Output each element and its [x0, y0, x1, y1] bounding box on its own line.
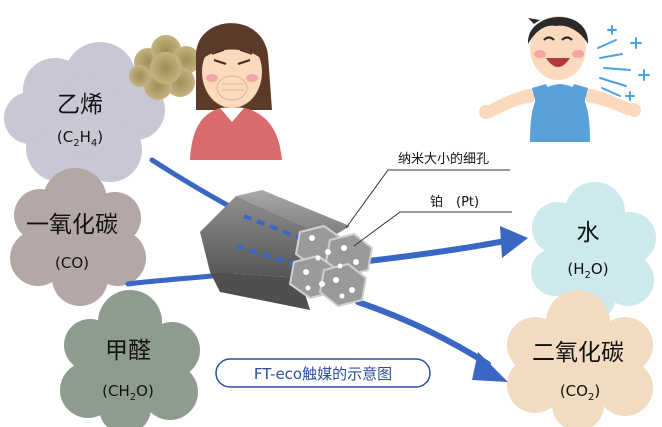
- co2-arrowhead: [472, 352, 508, 382]
- caption-box: [215, 358, 431, 388]
- happy-boy-icon: [479, 16, 641, 142]
- co-name: 一氧化碳: [26, 212, 118, 238]
- formaldehyde-formula: (CH2O): [102, 382, 154, 403]
- water-name: 水: [577, 220, 600, 246]
- co-formula: (CO): [55, 254, 89, 272]
- ethylene-cloud: [4, 42, 165, 182]
- co2-arrow: [355, 299, 491, 367]
- co2-formula: (CO2): [560, 382, 600, 403]
- formaldehyde-cloud: [60, 290, 200, 427]
- platinum-leader: [353, 211, 512, 247]
- callout-lines: [345, 169, 512, 247]
- platinum-label: 铂 (Pt): [430, 194, 479, 210]
- formaldehyde-name: 甲醛: [105, 338, 151, 364]
- water-arrow: [357, 237, 513, 265]
- woman-covering-nose-icon: [190, 23, 282, 160]
- bad-smell-cloud-icon: [129, 35, 200, 100]
- co-cloud: [10, 168, 146, 306]
- nanopores-leader: [345, 169, 510, 229]
- water-cloud: [531, 182, 656, 322]
- caption-text: FT-eco触媒的示意图: [254, 365, 392, 383]
- ethylene-arrow: [149, 157, 243, 215]
- ethylene-formula: (C2H4): [57, 128, 103, 149]
- catalyst-honeycomb: [200, 190, 374, 310]
- nanopores-label: 纳米大小的细孔: [398, 151, 489, 167]
- water-arrowhead: [500, 226, 528, 258]
- fresh-air-sparkles-icon: [597, 25, 650, 101]
- water-formula: (H2O): [567, 260, 608, 281]
- co2-cloud: [507, 290, 653, 427]
- ethylene-name: 乙烯: [57, 92, 103, 118]
- co2-name: 二氧化碳: [532, 340, 624, 366]
